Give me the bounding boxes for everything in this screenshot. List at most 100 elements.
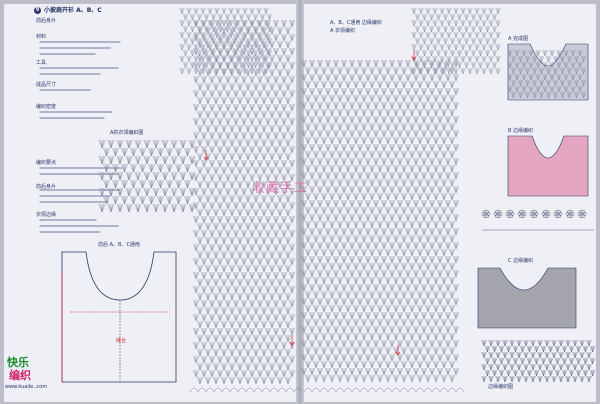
schematic-note: 缝合 xyxy=(116,338,127,344)
note-tools: 工具 xyxy=(36,60,47,66)
panel-b-label: B 边缘编织 xyxy=(508,128,534,134)
flower-icon xyxy=(570,212,575,216)
book-spine xyxy=(296,0,304,404)
flower-icon xyxy=(533,210,538,214)
section-title: 小披肩开衫 A、B、C xyxy=(44,7,102,14)
flower-icon xyxy=(518,210,523,214)
flower-icon xyxy=(577,212,582,216)
flower-icon xyxy=(582,212,587,216)
note-materials: 材料 xyxy=(36,34,47,40)
scallop-edge xyxy=(285,387,295,393)
scallop-edge xyxy=(319,387,329,393)
flower-icon xyxy=(485,210,490,214)
panel-b-vest xyxy=(507,135,589,197)
flower-icon xyxy=(509,214,514,218)
flower-icon xyxy=(498,212,503,216)
panel-a-label: A 完成图 xyxy=(508,36,529,42)
flower-icon xyxy=(545,210,550,214)
logo-url: www.kuaile..com xyxy=(5,384,48,390)
flower-icon xyxy=(542,210,547,214)
scallop-edge xyxy=(391,387,401,393)
scallop-edge xyxy=(367,387,377,393)
scallop-edge xyxy=(351,387,361,393)
scallop-edge xyxy=(407,387,417,393)
flower-icon xyxy=(530,214,535,218)
flower-icon xyxy=(558,212,563,216)
flower-icon xyxy=(545,214,550,218)
flower-icon xyxy=(493,212,498,216)
body-chart-left-fans xyxy=(192,19,296,385)
note-size: 成品尺寸 xyxy=(36,82,57,88)
logo-line1: 快乐 xyxy=(7,356,29,369)
scallop-edge xyxy=(269,387,279,393)
flower-icon xyxy=(554,210,559,214)
flower-icon xyxy=(481,212,486,216)
flower-icon xyxy=(485,214,490,218)
flower-icon xyxy=(505,212,510,216)
flower-icon xyxy=(510,212,515,216)
flower-icon xyxy=(530,210,535,214)
scallop-edge xyxy=(303,387,313,393)
note-gauge: 编织密度 xyxy=(36,104,57,110)
flower-icon xyxy=(521,214,526,218)
scallop-edge xyxy=(293,387,303,393)
watermark-text: 收藏手工 xyxy=(252,181,309,196)
scallop-edge xyxy=(447,387,457,393)
right-legend-note: A 衣领编织 xyxy=(330,28,356,34)
note-points: 编织要点 xyxy=(36,160,57,166)
scallop-edge xyxy=(375,387,385,393)
arrow-icon xyxy=(289,335,295,347)
scallop-edge xyxy=(399,387,409,393)
scallop-edge xyxy=(439,387,449,393)
yoke-left-fans xyxy=(179,7,273,75)
flower-icon xyxy=(509,210,514,214)
right-header-title: A、B、C通用 边缘编织 xyxy=(330,20,382,26)
flower-icon xyxy=(553,212,558,216)
flower-icon xyxy=(557,214,562,218)
flower-icon xyxy=(529,212,534,216)
scallop-edge xyxy=(327,387,337,393)
arrow-icon xyxy=(395,345,401,357)
scallop-edge xyxy=(205,387,215,393)
arrow-icon xyxy=(411,50,417,62)
scallop-edge xyxy=(343,387,353,393)
note-collar: 衣领边缘 xyxy=(36,212,57,218)
flower-icon xyxy=(581,210,586,214)
flower-icon xyxy=(494,210,499,214)
flower-icon xyxy=(542,214,547,218)
flower-icon xyxy=(534,212,539,216)
body-chart-right-fans xyxy=(300,59,460,383)
schematic-title: 前后 A、B、C通用 xyxy=(98,242,140,248)
flower-icon xyxy=(569,214,574,218)
scallop-edge xyxy=(221,387,231,393)
left-swatch-fans xyxy=(98,139,196,213)
scallop-edge xyxy=(455,387,465,393)
scallop-edge xyxy=(415,387,425,393)
flower-icon xyxy=(482,214,487,218)
scallop-edge xyxy=(245,387,255,393)
arrow-icon xyxy=(203,150,209,162)
flower-icon xyxy=(506,210,511,214)
section-number-badge: 9 xyxy=(34,7,41,14)
flower-icon xyxy=(565,212,570,216)
scallop-edge xyxy=(197,387,207,393)
scallop-edge xyxy=(335,387,345,393)
scallop-edge xyxy=(431,387,441,393)
panel-c-label: C 边缘编织 xyxy=(508,258,534,264)
schematic-outline xyxy=(61,251,177,383)
flower-icon xyxy=(494,214,499,218)
flower-icon xyxy=(554,214,559,218)
scallop-edge xyxy=(311,387,321,393)
panel-a-fans xyxy=(507,49,587,99)
flower-icon xyxy=(546,212,551,216)
scallop-edge xyxy=(423,387,433,393)
panel-c-vest xyxy=(477,267,577,329)
note-body: 前后身片 xyxy=(36,184,57,190)
flower-icon xyxy=(566,210,571,214)
scallop-edge xyxy=(237,387,247,393)
flower-icon xyxy=(557,210,562,214)
flower-icon xyxy=(569,210,574,214)
flower-icon xyxy=(566,214,571,218)
pattern-label: A的衣领编织图 xyxy=(110,130,144,136)
